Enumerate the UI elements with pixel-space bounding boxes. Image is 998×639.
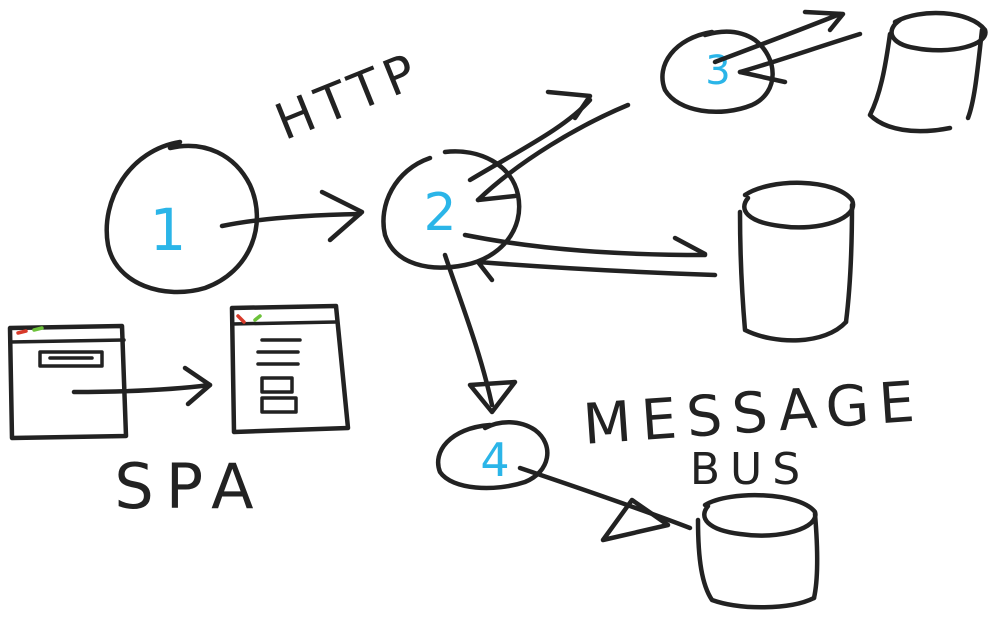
node-3-number: 3	[705, 48, 730, 94]
database-icon-3	[867, 10, 988, 134]
arrow-db2-to-2	[475, 259, 718, 283]
node-4-number: 4	[480, 433, 509, 487]
arrow-4-to-bus	[517, 465, 693, 543]
http-label: HTTP	[267, 41, 430, 152]
database-icon-message-bus	[695, 492, 820, 610]
arrow-3-to-2	[475, 102, 631, 203]
bus-label: BUS	[690, 444, 810, 495]
spa-window-1	[7, 323, 129, 441]
node-2-number: 2	[423, 183, 456, 243]
node-3: 3	[660, 29, 775, 115]
arrow-2-to-db2	[462, 232, 708, 258]
arrow-2-to-4	[442, 252, 518, 415]
node-1-number: 1	[150, 196, 187, 264]
arrow-db3-to-3	[737, 31, 863, 85]
node-1: 1	[104, 139, 260, 295]
spa-window-2	[229, 303, 351, 435]
node-4: 4	[436, 420, 550, 491]
arrow-3-to-db3	[712, 9, 846, 65]
spa-label: SPA	[114, 450, 265, 523]
arrow-spa-navigation	[71, 365, 213, 407]
node-2: 2	[381, 149, 522, 270]
arrow-1-to-2	[219, 189, 365, 243]
arrow-2-to-3	[467, 89, 593, 183]
database-icon-2	[737, 180, 856, 343]
